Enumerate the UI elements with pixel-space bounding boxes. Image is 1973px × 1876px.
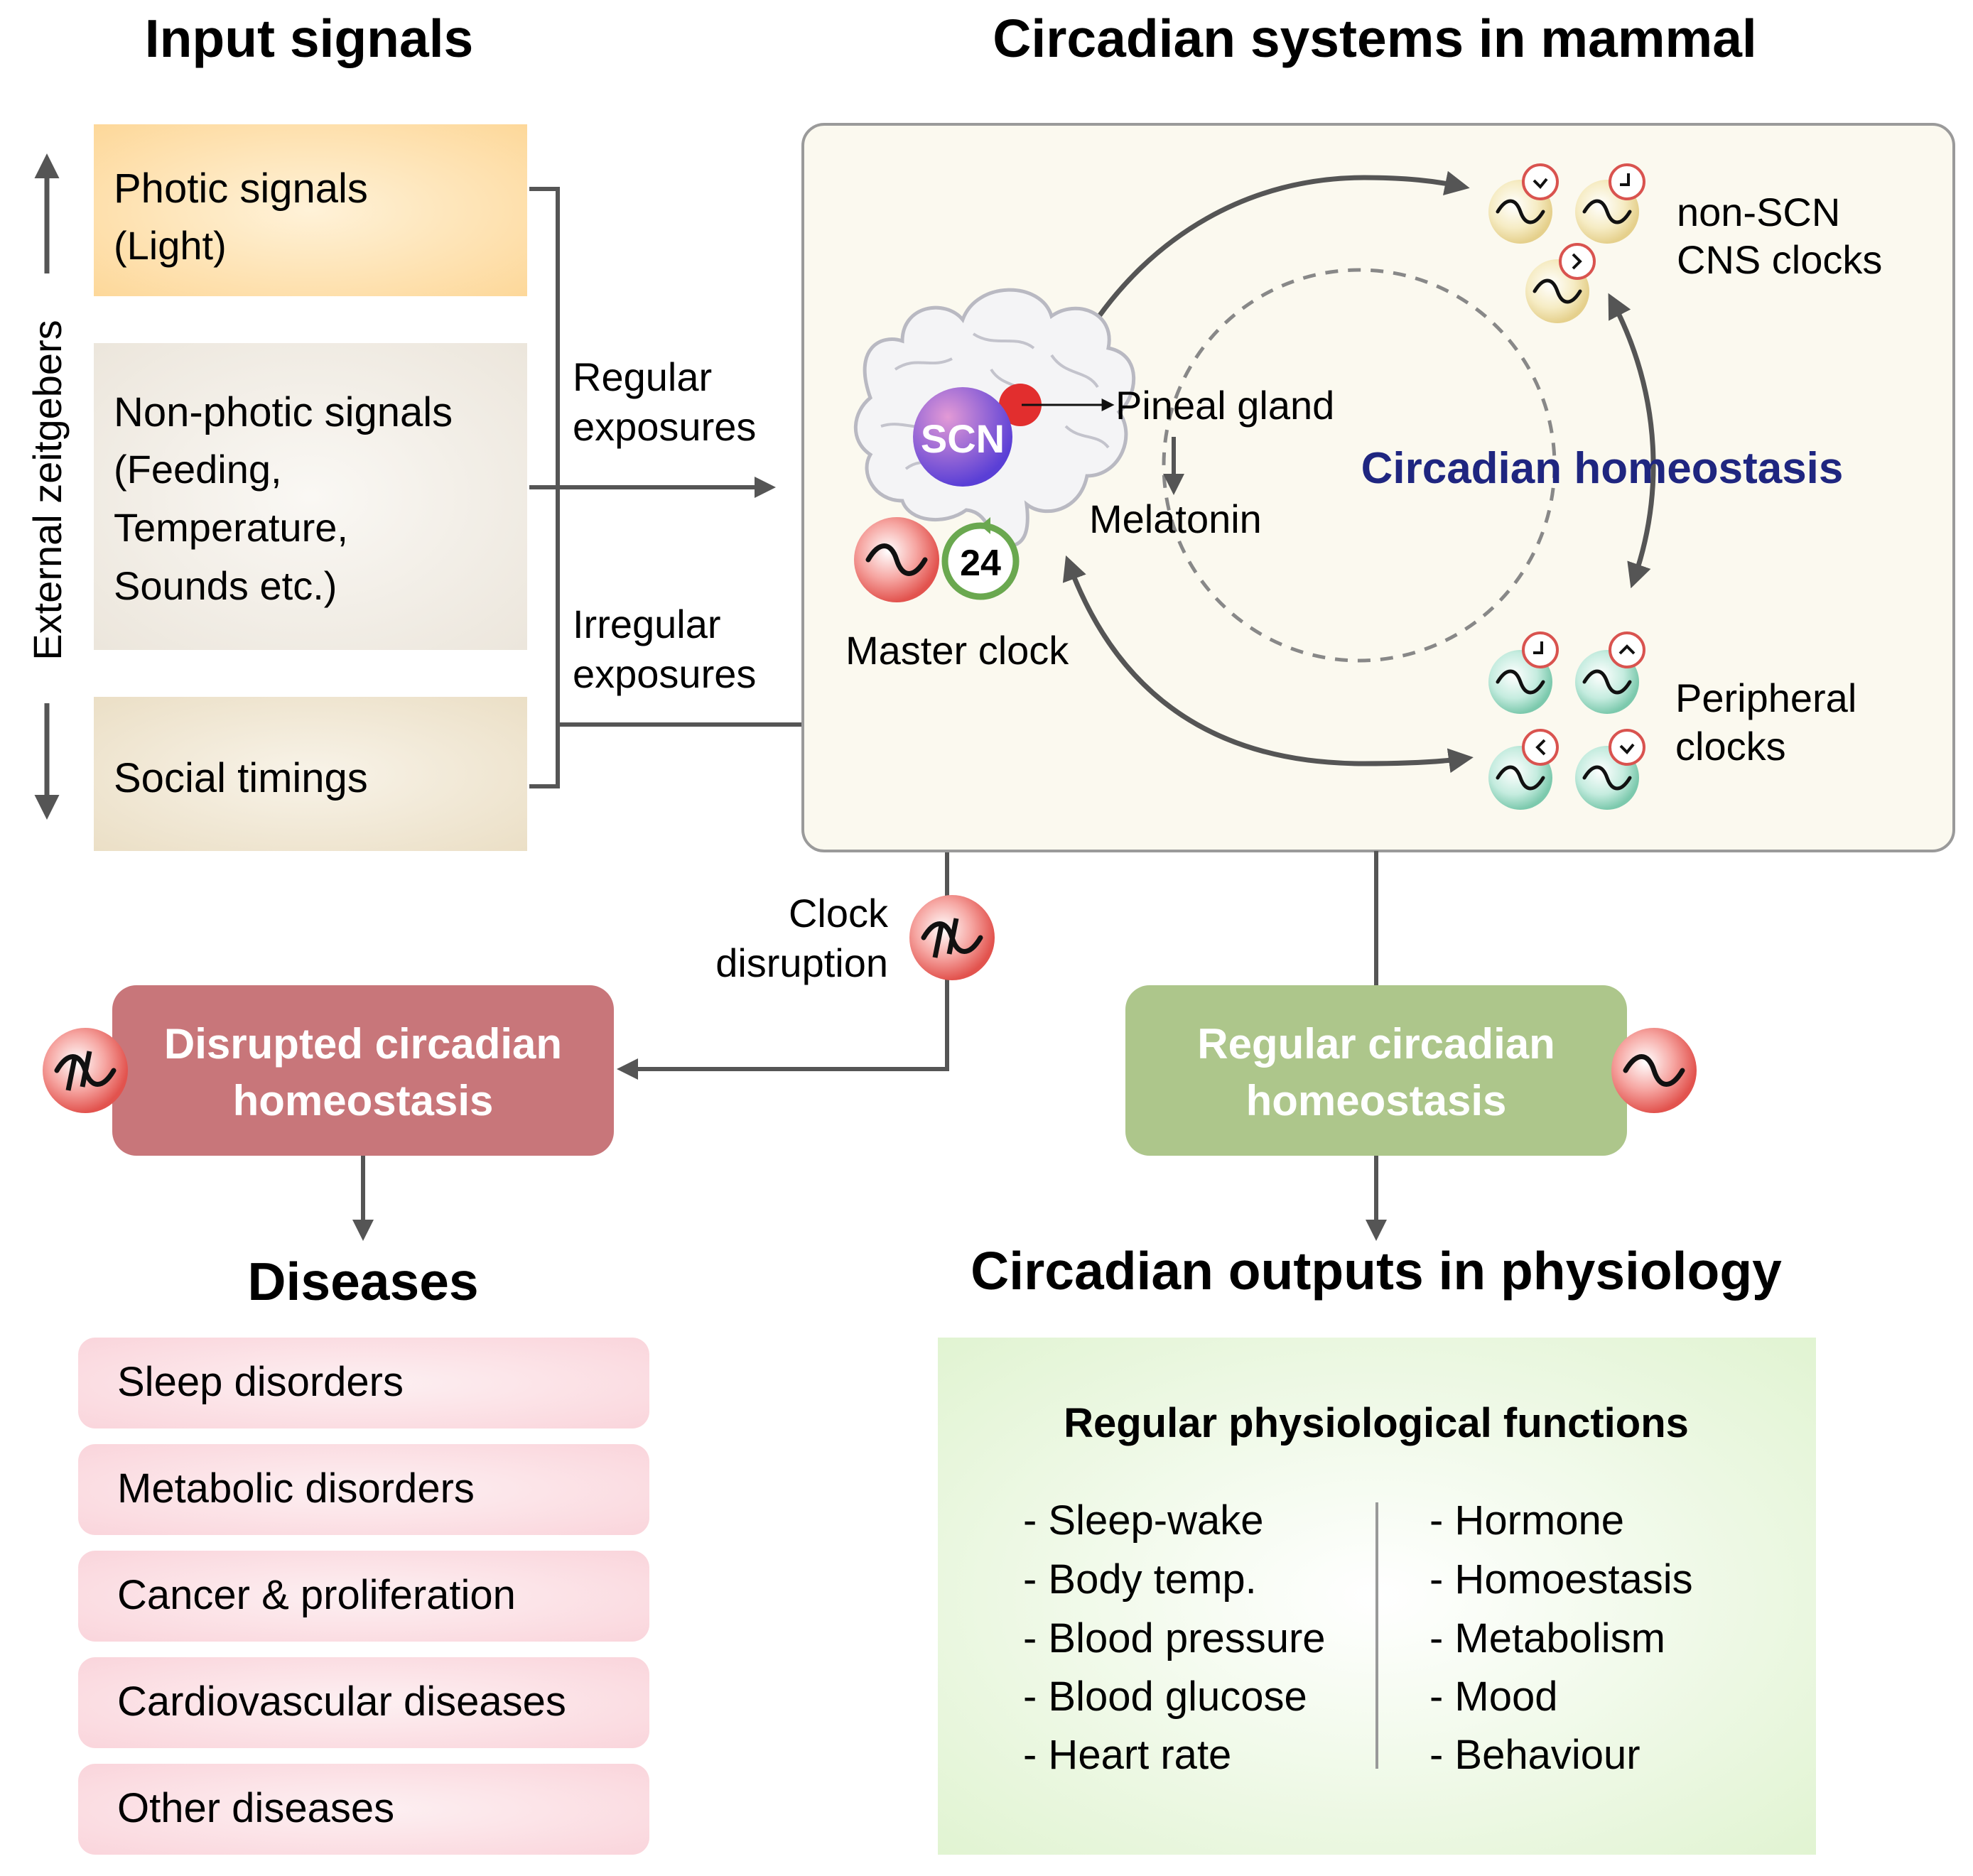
diseases-heading: Diseases: [247, 1252, 478, 1311]
zeitgebers-axis: External zeitgebers: [25, 153, 70, 820]
function-item: - Heart rate: [1023, 1732, 1231, 1778]
peripheral-label-1: Peripheral: [1675, 676, 1856, 720]
social-title: Social timings: [114, 755, 368, 801]
diseases-list: Sleep disorders Metabolic disorders Canc…: [78, 1338, 649, 1855]
irregular-exposures-1: Irregular: [573, 602, 721, 646]
functions-title: Regular physiological functions: [1064, 1400, 1689, 1446]
photic-sub: (Light): [114, 223, 227, 268]
photic-box: Photic signals (Light): [94, 124, 527, 296]
scn-label: SCN: [921, 416, 1005, 461]
nonscn-label-2: CNS clocks: [1677, 237, 1882, 282]
nonphotic-sub3: Sounds etc.): [114, 563, 337, 608]
disrupted-line1: Disrupted circadian: [164, 1020, 562, 1068]
arrow-master-to-peripheral: [1062, 555, 1474, 774]
peripheral-label-2: clocks: [1675, 724, 1786, 769]
functions-right: - Hormone - Homoestasis - Metabolism - M…: [1429, 1497, 1693, 1778]
function-item: - Hormone: [1429, 1497, 1624, 1544]
function-item: - Blood pressure: [1023, 1615, 1326, 1661]
clock-disruption-1: Clock: [789, 891, 889, 936]
disrupted-homeostasis-box: [112, 985, 614, 1156]
pineal-gland-dot: [999, 384, 1042, 426]
regular-icon: [1611, 1028, 1697, 1113]
function-item: - Mood: [1429, 1674, 1558, 1720]
regular-line1: Regular circadian: [1197, 1020, 1555, 1068]
regular-exposures-2: exposures: [573, 404, 756, 449]
disease-item-box: [78, 1551, 649, 1642]
disease-item-box: [78, 1657, 649, 1748]
social-box: Social timings: [94, 697, 527, 851]
irregular-exposures-2: exposures: [573, 651, 756, 696]
disrupted-icon: [43, 1028, 128, 1113]
nonphotic-sub1: (Feeding,: [114, 447, 282, 492]
master-clock-icon: 24: [854, 517, 1020, 602]
zeitgebers-label: External zeitgebers: [25, 320, 70, 660]
function-item: - Body temp.: [1023, 1556, 1257, 1603]
function-item: - Blood glucose: [1023, 1674, 1307, 1720]
disrupted-line2: homeostasis: [233, 1077, 494, 1124]
pineal-gland-label: Pineal gland: [1115, 383, 1334, 428]
nonphotic-title: Non-photic signals: [114, 389, 453, 435]
disease-item: Metabolic disorders: [117, 1465, 475, 1512]
nonscn-label-1: non-SCN: [1677, 190, 1840, 234]
function-item: - Metabolism: [1429, 1615, 1665, 1661]
disease-item: Sleep disorders: [117, 1359, 404, 1405]
peripheral-clock-icons: [1488, 631, 1645, 810]
nonphotic-box: Non-photic signals (Feeding, Temperature…: [94, 343, 527, 650]
scn-node: [913, 387, 1012, 487]
nonscn-clock-icons: [1488, 163, 1645, 323]
disease-item: Cancer & proliferation: [117, 1572, 516, 1618]
disease-item-box: [78, 1444, 649, 1535]
function-item: - Homoestasis: [1429, 1556, 1693, 1603]
regular-exposures-1: Regular: [573, 354, 712, 399]
function-item: - Behaviour: [1429, 1732, 1640, 1778]
melatonin-label: Melatonin: [1089, 497, 1262, 541]
photic-title: Photic signals: [114, 166, 368, 212]
disease-item: Other diseases: [117, 1785, 394, 1831]
disease-item-box: [78, 1338, 649, 1428]
brain-illustration: SCN: [853, 288, 1136, 549]
regular-homeostasis-box: [1125, 985, 1627, 1156]
functions-left: - Sleep-wake - Body temp. - Blood pressu…: [1023, 1497, 1326, 1778]
function-item: - Sleep-wake: [1023, 1497, 1263, 1544]
disease-item: Cardiovascular diseases: [117, 1679, 566, 1725]
clock-disruption-2: disruption: [715, 940, 888, 985]
outputs-heading: Circadian outputs in physiology: [971, 1241, 1782, 1301]
master-clock-label: Master clock: [845, 628, 1069, 673]
arrow-nonscn-to-peripheral: [1608, 293, 1656, 589]
homeostasis-label: Circadian homeostasis: [1361, 444, 1844, 493]
master-clock-24: 24: [960, 543, 1001, 584]
nonphotic-sub2: Temperature,: [114, 505, 348, 550]
circadian-systems-heading: Circadian systems in mammal: [993, 9, 1757, 68]
disease-item-box: [78, 1764, 649, 1855]
arrow-master-to-nonscn: [1081, 170, 1470, 342]
clock-disruption-icon: [909, 895, 995, 980]
input-signals-heading: Input signals: [145, 9, 474, 68]
regular-line2: homeostasis: [1246, 1077, 1507, 1124]
